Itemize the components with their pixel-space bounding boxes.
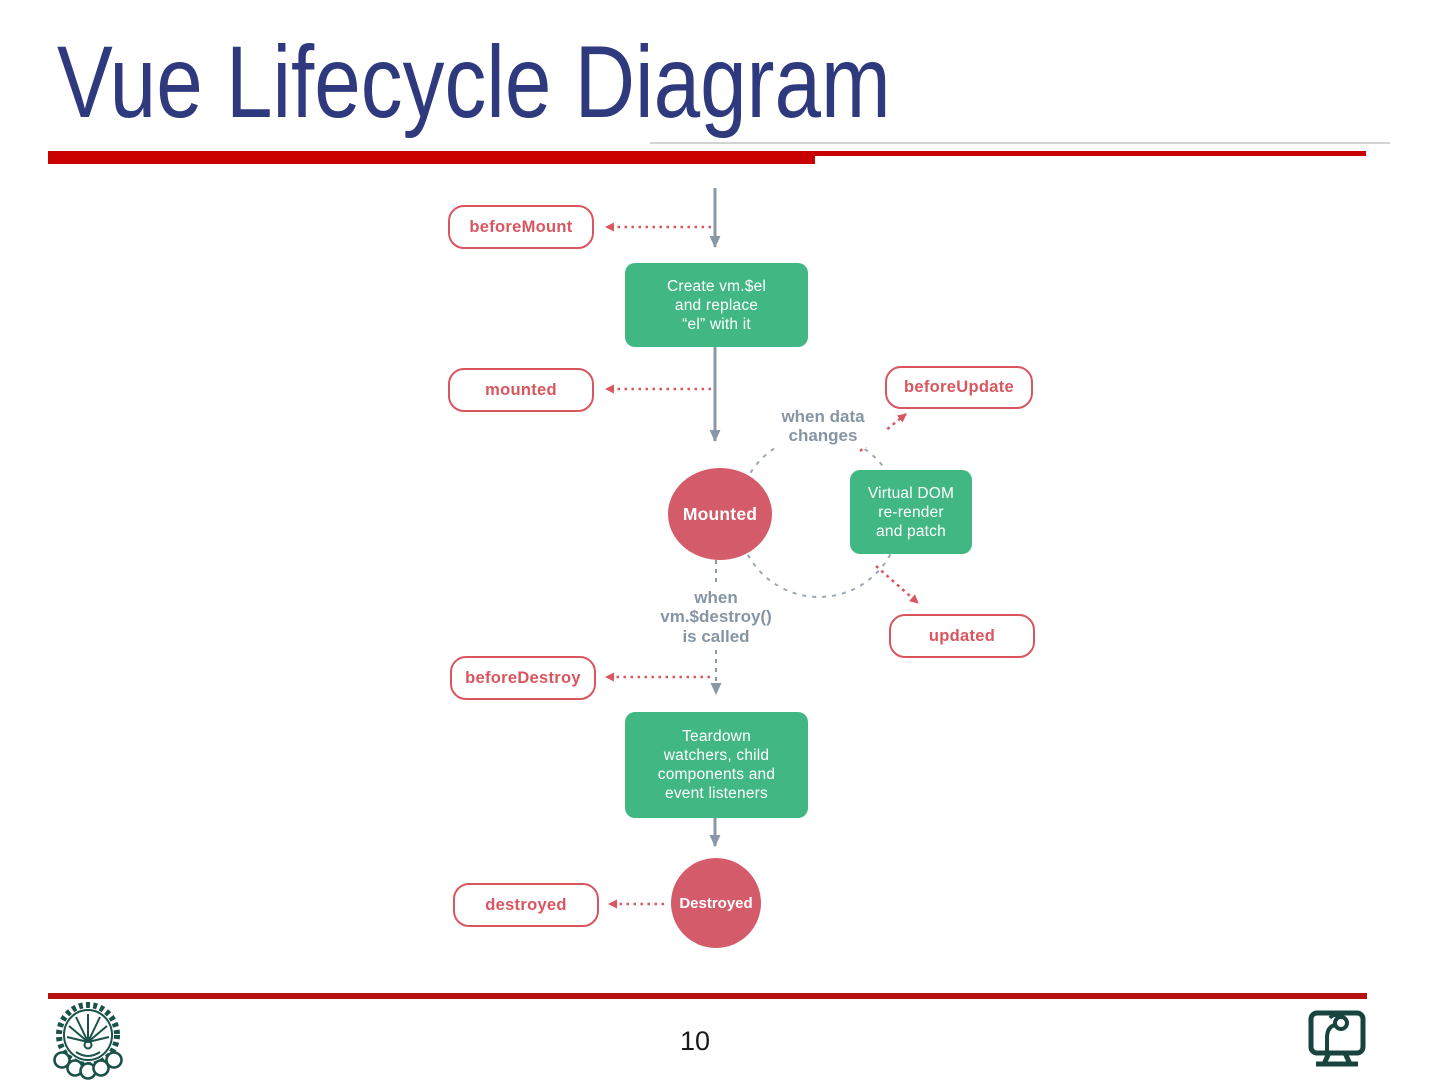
box-teardown: Teardown watchers, child components and …: [625, 712, 808, 818]
header-hairline: [650, 142, 1390, 144]
box-line: components and: [657, 766, 776, 783]
box-line: watchers, child: [663, 747, 770, 764]
box-line: re-render: [878, 503, 944, 521]
hook-label: beforeUpdate: [904, 378, 1014, 396]
box-line: Virtual DOM: [867, 484, 955, 502]
note-when-data-changes: when data changes: [761, 405, 885, 447]
footer-red-bar: [48, 993, 1367, 999]
header-red-bar-thick: [48, 151, 815, 164]
note-line: vm.$destroy(): [660, 607, 772, 627]
hook-destroyed: destroyed: [453, 883, 599, 927]
box-line: Create vm.$el: [666, 277, 767, 295]
box-create-vm-el: Create vm.$el and replace “el” with it: [625, 263, 808, 347]
note-line: when: [694, 587, 738, 607]
note-when-destroy-called: when vm.$destroy() is called: [651, 586, 781, 648]
box-line: event listeners: [665, 785, 768, 802]
box-line: and patch: [876, 522, 946, 540]
state-label: Destroyed: [679, 894, 753, 912]
hook-label: beforeMount: [469, 217, 573, 236]
hook-label: mounted: [485, 380, 557, 399]
university-logo: [53, 1002, 123, 1080]
box-virtual-dom: Virtual DOM re-render and patch: [850, 470, 972, 554]
hook-updated: updated: [889, 614, 1035, 658]
page-title: Vue Lifecycle Diagram: [57, 25, 891, 139]
department-logo: [1308, 1010, 1366, 1067]
box-line: “el” with it: [682, 315, 751, 333]
hook-beforeupdate: beforeUpdate: [885, 366, 1033, 409]
note-line: when data: [781, 406, 865, 426]
hook-label: beforeDestroy: [465, 668, 581, 687]
note-line: is called: [682, 626, 750, 646]
box-line: Teardown: [682, 728, 751, 745]
state-destroyed: Destroyed: [671, 858, 761, 948]
box-line: and replace: [674, 296, 759, 314]
hook-beforemount: beforeMount: [448, 205, 594, 249]
header-red-bar-thin: [815, 151, 1366, 156]
hook-label: destroyed: [485, 895, 567, 914]
hook-beforedestroy: beforeDestroy: [450, 656, 596, 700]
page-number: 10: [679, 1026, 711, 1056]
hook-label: updated: [928, 626, 996, 645]
note-line: changes: [788, 426, 858, 445]
arrow-updated-hook: [875, 565, 919, 604]
state-mounted: Mounted: [668, 468, 772, 560]
hook-mounted: mounted: [448, 368, 594, 412]
state-label: Mounted: [682, 503, 758, 524]
